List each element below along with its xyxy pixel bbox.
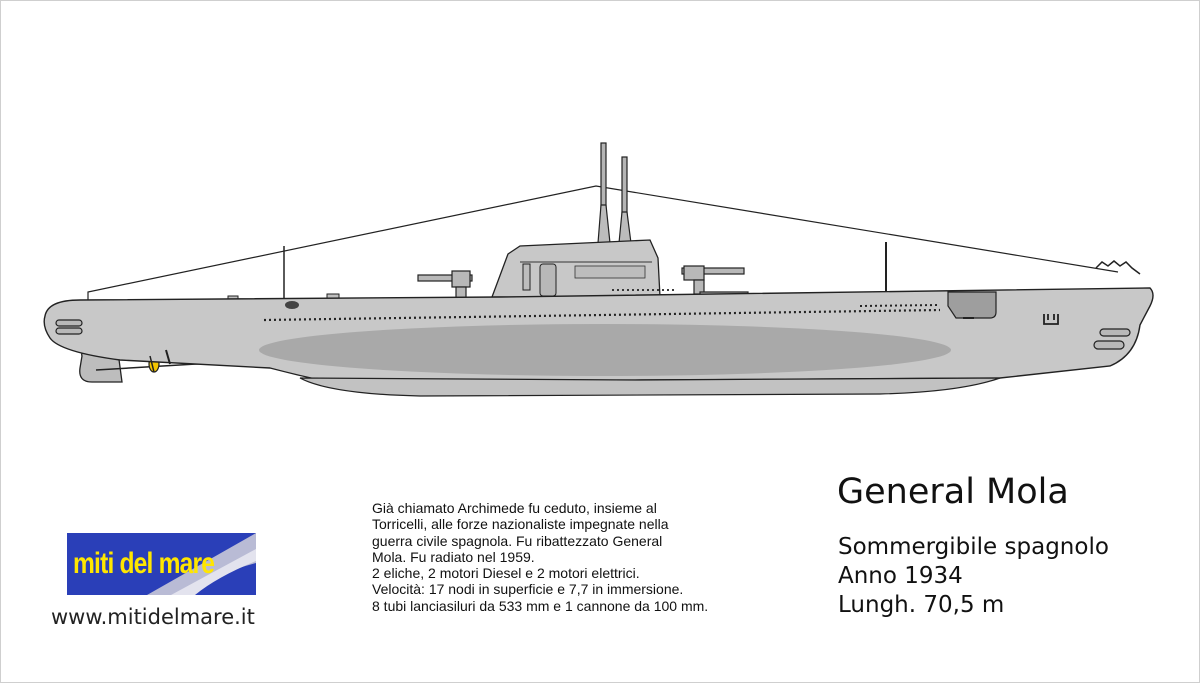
description-line: Già chiamato Archimede fu ceduto, insiem… (372, 500, 657, 516)
description-line: guerra civile spagnola. Fu ribattezzato … (372, 532, 663, 549)
antenna-wire (87, 185, 1119, 303)
ship-name: General Mola (837, 472, 1069, 512)
description-line: 8 tubi lanciasiluri da 533 mm e 1 cannon… (372, 597, 709, 614)
website-url[interactable]: www.mitidelmare.it (51, 605, 255, 629)
description-line: Mola. Fu radiato nel 1959. (372, 548, 535, 565)
deck-gun (417, 274, 473, 282)
deck-gun (681, 267, 745, 275)
description-line: 2 eliche, 2 motori Diesel e 2 motori ele… (372, 565, 640, 582)
ship-length: Lungh. 70,5 m (838, 592, 1005, 618)
description-text: Già chiamato Archimede fu ceduto, insiem… (372, 500, 792, 614)
description-line: Velocità: 17 nodi in superficie e 7,7 in… (372, 581, 684, 598)
description-line: Torricelli, alle forze nazionaliste impe… (372, 516, 669, 533)
keel (299, 377, 1001, 397)
logo-text: miti del mare (73, 547, 215, 580)
ship-type: Sommergibile spagnolo (838, 534, 1109, 560)
bow-plane (947, 291, 997, 319)
ship-year: Anno 1934 (838, 563, 963, 589)
hull-shadow (259, 324, 951, 376)
logo-wave-icon (147, 533, 256, 595)
ship-info: Sommergibile spagnolo Anno 1934 Lungh. 7… (838, 533, 1109, 620)
miti-del-mare-logo: miti del mare (67, 533, 256, 595)
